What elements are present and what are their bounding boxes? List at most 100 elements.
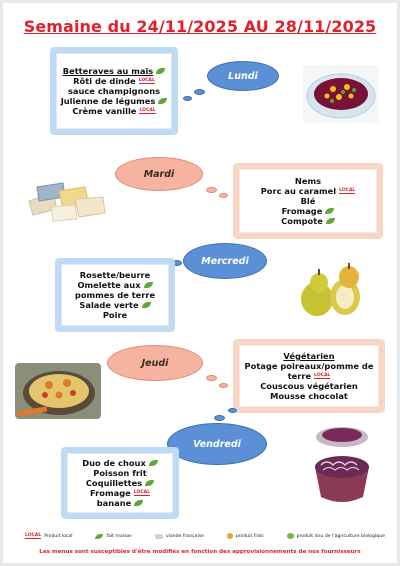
fait-maison-icon [134,500,144,506]
pears-image [291,261,369,319]
french-meat-icon [154,533,163,539]
menu-item: Omelette aux [77,280,153,290]
menu-page: Semaine du 24/11/2025 AU 28/11/2025 Bett… [3,3,397,563]
menu-item-text: Fromage [90,488,131,498]
fait-maison-icon [143,282,153,288]
menu-item: Couscous végétarien [260,381,358,391]
legend-item: produit issu de l'agriculture biologique [286,533,385,539]
thought-bubble [219,383,228,388]
legend-item: viande française [154,533,204,539]
thought-bubble [194,89,205,95]
menu-item: Rosette/beurre [80,270,151,280]
menu-item: Julienne de légumes [61,96,168,106]
menu-item-text: Julienne de légumes [60,96,156,106]
menu-item-text: Salade verte [79,300,139,310]
menu-item: Mousse chocolat [270,391,348,401]
thought-bubble [183,96,192,101]
menu-item: Poire [103,310,127,320]
legend-label: Produit local [44,533,73,539]
local-product-icon: LOCAL [133,490,150,496]
menu-item-text: Crème vanille [72,106,137,116]
cheese-board-image [23,179,107,223]
menu-item-text: Nems [294,176,322,186]
menu-item-text: Fromage [281,206,323,216]
menu-item-text: sauce champignons [67,86,161,96]
couscous-image [15,363,101,419]
fait-maison-icon [158,98,168,104]
thought-bubble [206,187,217,193]
menu-item-text: Couscous végétarien [260,381,358,391]
legend-label: fait maison [106,533,133,539]
fait-maison-icon [148,460,158,466]
menu-item-text: terre [287,371,312,381]
menu-item-text: Duo de choux [82,458,146,468]
legend-label: produit frais [235,533,264,539]
menu-item-text: Potage poireaux/pomme de [244,361,374,371]
fait-maison-icon [95,533,104,539]
menu-item-text: Mousse chocolat [270,391,348,401]
fait-maison-icon [325,218,335,224]
menu-item: Poisson frit [93,468,147,478]
menu-item-text: Betteraves au maïs [62,66,154,76]
thought-bubble [219,193,228,198]
day-cloud-mercredi: Mercredi [183,243,267,279]
menu-item: Duo de choux [82,458,158,468]
menu-item: Salade verte [79,300,151,310]
menu-item: Coquillettes [85,478,155,488]
legend-label: produit issu de l'agriculture biologique [296,533,385,539]
menu-item: pommes de terre [75,290,155,300]
local-product-icon: LOCAL [339,188,356,194]
day-cloud-lundi: Lundi [207,61,279,91]
menu-item: Végétarien [283,351,334,361]
menu-item-text: banane [96,498,132,508]
menu-item-text: Poisson frit [93,468,147,478]
thought-bubble [228,408,237,413]
menu-item-text: Blé [300,196,316,206]
thought-bubble [214,415,225,421]
page-title: Semaine du 24/11/2025 AU 28/11/2025 [23,17,377,36]
fait-maison-icon [141,302,151,308]
red-cabbage-image [309,423,375,509]
local-product-icon: LOCAL [139,108,156,114]
menu-item-text: Compote [281,216,323,226]
menu-item-text: Rosette/beurre [79,270,151,280]
menu-item: Potage poireaux/pomme de [245,361,374,371]
menu-item: Betteraves au maïs [62,66,166,76]
fresh-product-icon [226,533,233,539]
menu-item: sauce champignons [68,86,160,96]
menu-item-text: pommes de terre [74,290,156,300]
fait-maison-icon [145,480,155,486]
menu-item-text: Végétarien [283,351,335,361]
menu-item-text: Poire [102,310,128,320]
local-product-icon: LOCAL [25,533,42,539]
menu-item: Compote [281,216,335,226]
footer-note: Les menus sont susceptibles d'être modif… [39,549,361,555]
menu-item: Nems [295,176,321,186]
local-product-icon: LOCAL [138,78,155,84]
menu-item: banane [97,498,144,508]
legend-item: produit frais [226,533,264,539]
fait-maison-icon [156,68,166,74]
menu-item: Fromage [282,206,335,216]
legend-item: fait maison [95,533,133,539]
organic-icon [286,533,294,539]
menu-item-text: Rôti de dinde [73,76,136,86]
day-cloud-mardi: Mardi [115,157,203,191]
day-cloud-vendredi: Vendredi [167,423,267,465]
thought-bubble [206,375,217,381]
menu-item-text: Porc au caramel [260,186,337,196]
menu-item: Blé [301,196,316,206]
menu-item-text: Omelette aux [77,280,141,290]
menu-item-text: Coquillettes [85,478,143,488]
